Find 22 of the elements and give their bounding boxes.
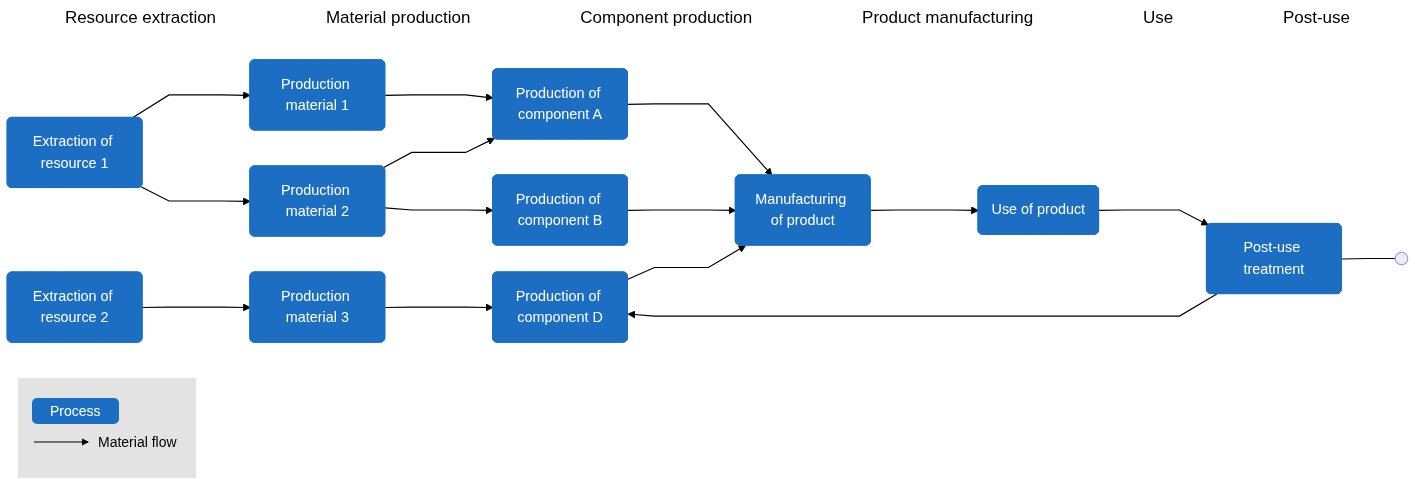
stage-heading: Component production: [580, 8, 753, 28]
arrow: [384, 206, 494, 215]
stage-heading: Product manufacturing: [862, 8, 1034, 28]
stage-heading: Use: [1142, 8, 1174, 28]
arrow: [627, 245, 747, 280]
legend-swatch: Process: [32, 398, 119, 424]
arrow: [132, 91, 251, 119]
stage-heading: Post-use: [1282, 8, 1351, 28]
arrow: [384, 303, 494, 312]
arrow: [1098, 209, 1209, 226]
arrow: [141, 303, 251, 312]
stage-heading: Resource extraction: [64, 8, 217, 28]
arrow: [140, 186, 251, 206]
stage-heading: Material production: [325, 8, 471, 28]
arrow: [627, 293, 1218, 319]
arrow: [383, 137, 495, 169]
connector: [1341, 257, 1396, 260]
arrow: [384, 93, 494, 102]
arrow: [627, 103, 773, 176]
arrow: [870, 206, 979, 215]
arrow: [627, 206, 737, 215]
legend-label: Material flow: [98, 434, 177, 450]
